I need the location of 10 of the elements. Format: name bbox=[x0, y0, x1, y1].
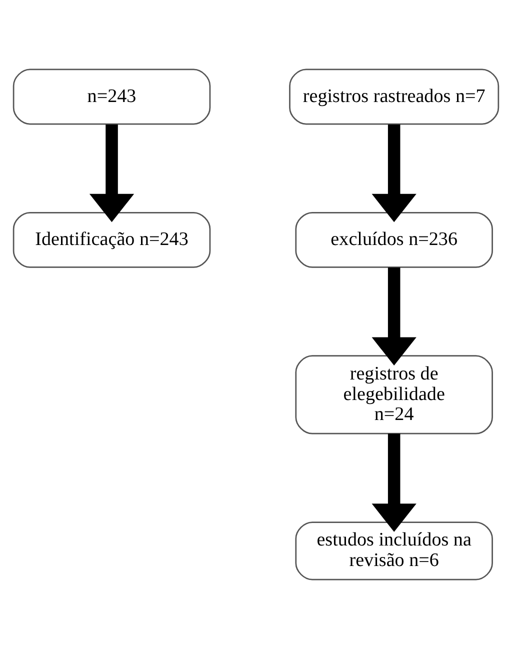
node-box: Identificação n=243 bbox=[12, 212, 211, 268]
arrow bbox=[372, 267, 416, 366]
node-box: estudos incluídos na revisão n=6 bbox=[295, 522, 493, 580]
node-box: registros de elegebilidade n=24 bbox=[295, 355, 493, 434]
node-box: n=243 bbox=[12, 68, 211, 125]
arrow bbox=[372, 434, 416, 532]
node-box: excluídos n=236 bbox=[295, 212, 493, 268]
node-box: registros rastreados n=7 bbox=[289, 68, 500, 125]
arrow bbox=[89, 124, 134, 222]
arrow bbox=[372, 124, 416, 222]
